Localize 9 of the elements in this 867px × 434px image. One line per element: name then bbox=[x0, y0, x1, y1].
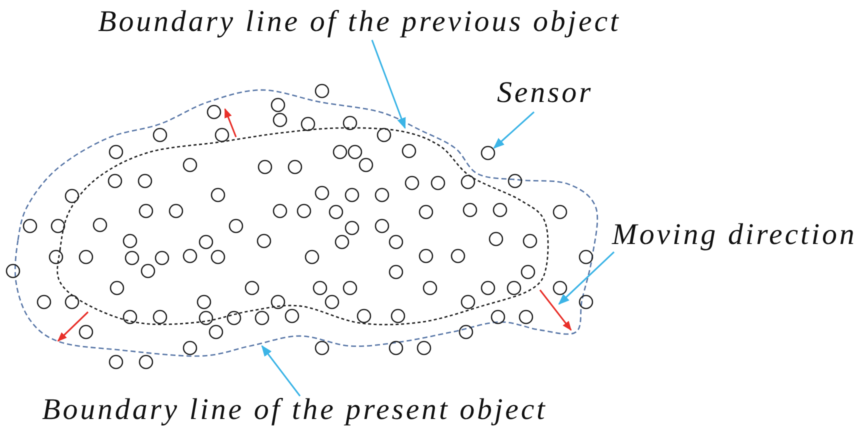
sensor-circle bbox=[480, 146, 496, 160]
leader-line bbox=[261, 345, 301, 396]
annotation-label: Boundary line of the previous object bbox=[98, 5, 621, 38]
annotation-label: Sensor bbox=[497, 76, 594, 109]
leader-line bbox=[371, 40, 406, 130]
leader-line bbox=[493, 111, 535, 149]
annotation-label: Boundary line of the present object bbox=[42, 393, 548, 426]
leader-line bbox=[558, 251, 615, 305]
annotation-label: Moving direction bbox=[612, 218, 857, 251]
